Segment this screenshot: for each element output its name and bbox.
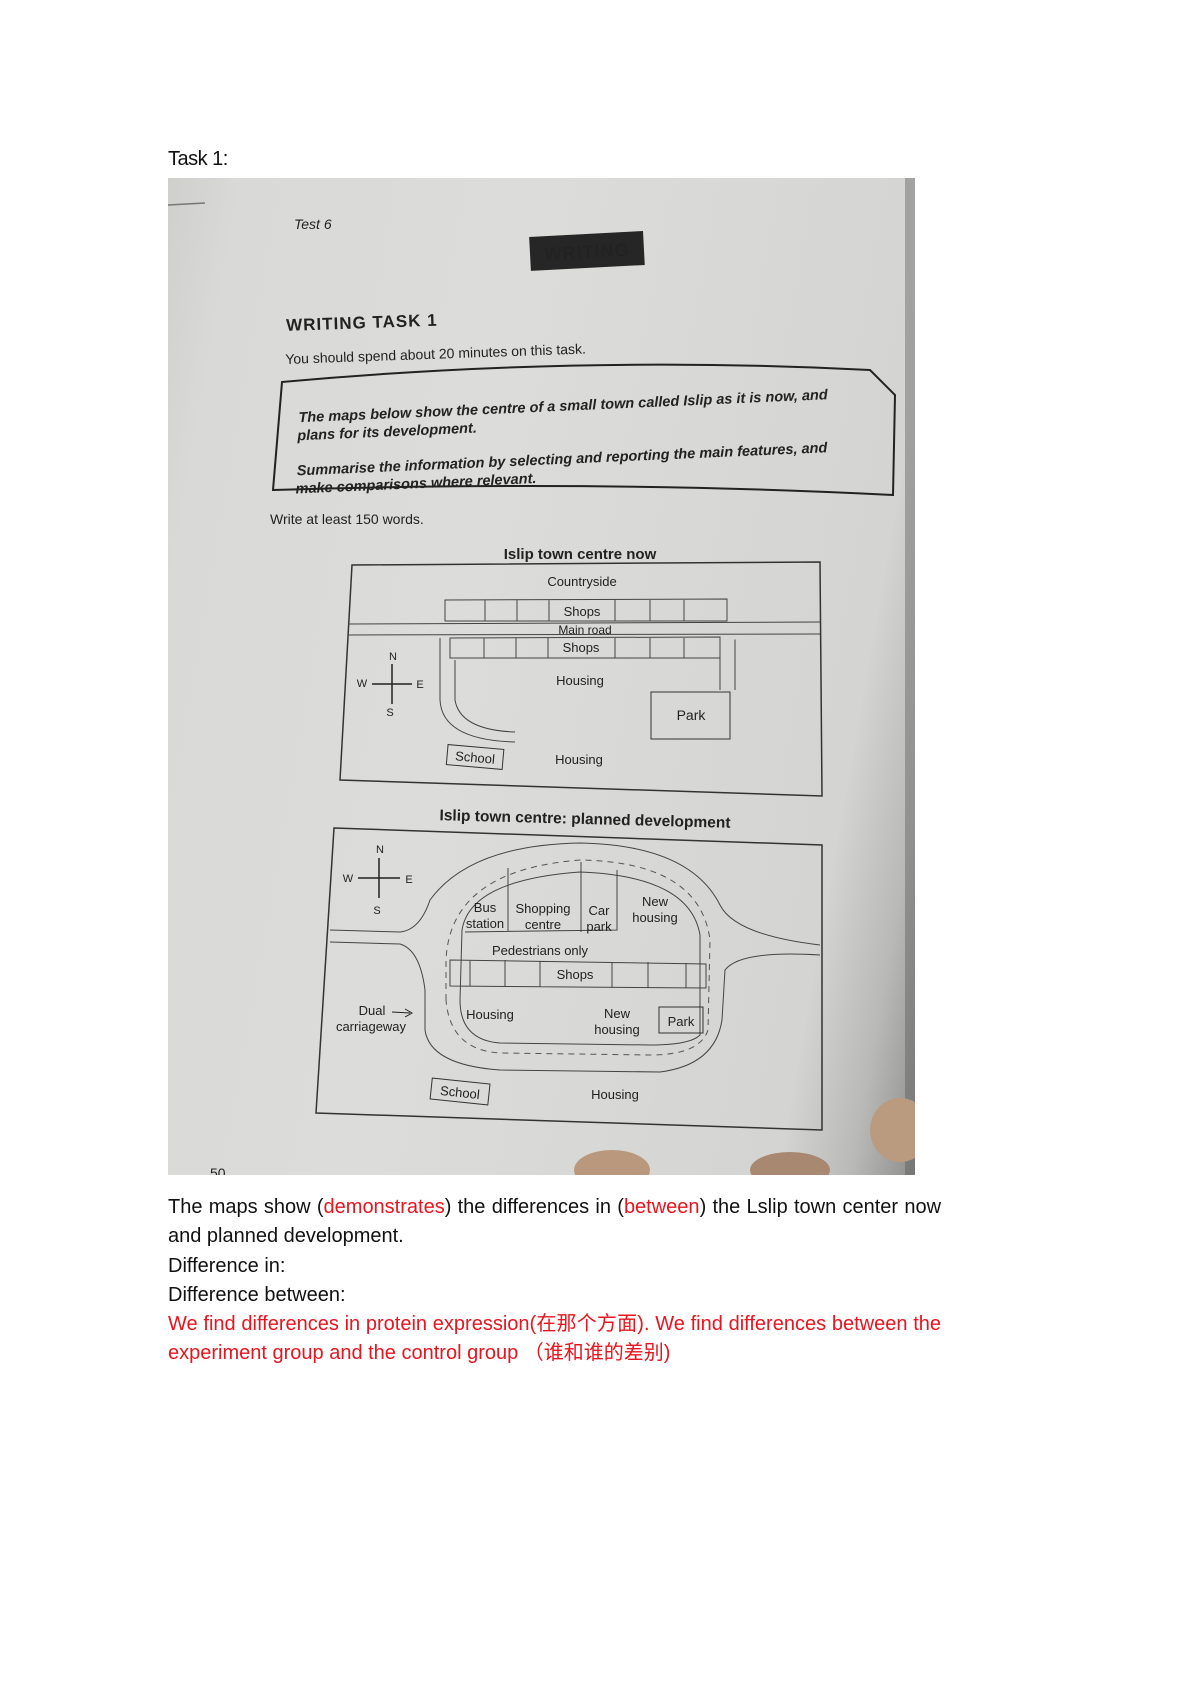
time-note: You should spend about 20 minutes on thi… bbox=[285, 340, 586, 366]
compass-s: S bbox=[373, 905, 380, 917]
page-number: 50 bbox=[210, 1165, 226, 1175]
compass-now: N S E W bbox=[357, 651, 424, 719]
side-road-east bbox=[719, 639, 736, 690]
ring-road-outer bbox=[329, 842, 821, 946]
north-blocks bbox=[464, 862, 618, 933]
label-shops-north: Shops bbox=[564, 604, 601, 619]
main-road-edge bbox=[347, 621, 821, 625]
school-box bbox=[445, 744, 505, 770]
main-road-edge bbox=[347, 633, 821, 636]
label-dual-carriageway: carriageway bbox=[336, 1019, 407, 1034]
word-count: Write at least 150 words. bbox=[270, 511, 424, 527]
task-heading: Task 1: bbox=[168, 148, 228, 170]
map-now-title: Islip town centre now bbox=[504, 546, 657, 563]
prompt-line: The maps below show the centre of a smal… bbox=[298, 387, 829, 426]
text: ) the differences in ( bbox=[444, 1196, 624, 1218]
map-now-frame bbox=[339, 561, 823, 797]
ring-road-inner bbox=[459, 871, 701, 1046]
notes-example: We find differences in protein expressio… bbox=[168, 1313, 941, 1365]
label-new-housing: housing bbox=[632, 910, 678, 925]
map-planned-frame bbox=[315, 827, 823, 1131]
label-school: School bbox=[455, 748, 496, 766]
label-housing: Housing bbox=[466, 1007, 514, 1022]
notes-paragraph-1: The maps show (demonstrates) the differe… bbox=[168, 1193, 941, 1252]
compass-w: W bbox=[343, 873, 354, 885]
label-new-housing: New bbox=[604, 1006, 631, 1021]
label-pedestrians-only: Pedestrians only bbox=[492, 943, 589, 958]
finger bbox=[574, 1150, 650, 1175]
writing-badge: WRITING bbox=[529, 230, 645, 271]
label-bus-station: Bus bbox=[474, 900, 497, 915]
arrow-icon bbox=[391, 1008, 414, 1018]
notes-difference-in: Difference in: bbox=[168, 1254, 286, 1277]
map-now: Islip town centre now Countryside Shops … bbox=[339, 546, 823, 797]
page-edge-line bbox=[168, 202, 206, 206]
label-park: Park bbox=[668, 1014, 695, 1029]
text: The maps show ( bbox=[168, 1196, 324, 1218]
park-box bbox=[658, 1006, 704, 1034]
compass-s: S bbox=[386, 707, 393, 719]
map-planned-title: Islip town centre: planned development bbox=[439, 807, 730, 832]
label-new-housing: New bbox=[642, 894, 669, 909]
label-housing: Housing bbox=[591, 1087, 639, 1102]
compass-n: N bbox=[376, 844, 384, 856]
label-shopping-centre: centre bbox=[525, 917, 561, 932]
textbook-photo: Test 6 WRITING WRITING TASK 1 You should… bbox=[168, 178, 915, 1175]
park-box bbox=[650, 691, 731, 740]
label-park: Park bbox=[677, 707, 707, 723]
school-box bbox=[429, 1077, 491, 1106]
label-main-road: Main road bbox=[558, 623, 611, 637]
test-label: Test 6 bbox=[294, 216, 332, 232]
compass-e: E bbox=[405, 874, 412, 886]
label-housing: Housing bbox=[556, 673, 604, 688]
compass-w: W bbox=[357, 678, 368, 690]
finger bbox=[870, 1098, 915, 1162]
notes-difference-between: Difference between: bbox=[168, 1283, 346, 1306]
map-planned: Islip town centre: planned development B… bbox=[315, 807, 823, 1131]
compass-e: E bbox=[416, 679, 423, 691]
label-housing: Housing bbox=[555, 752, 603, 767]
correction-text: demonstrates bbox=[323, 1196, 445, 1218]
label-car-park: Car bbox=[589, 903, 611, 918]
label-shopping-centre: Shopping bbox=[516, 901, 571, 916]
shops-block bbox=[449, 959, 707, 989]
text: ) the Lslip town center now and planned … bbox=[168, 1196, 942, 1248]
label-dual-carriageway: Dual bbox=[359, 1003, 386, 1018]
compass-n: N bbox=[389, 651, 397, 663]
correction-text: between bbox=[623, 1196, 700, 1218]
compass-planned: N S E W bbox=[343, 844, 413, 917]
label-school: School bbox=[439, 1083, 480, 1102]
task-title: WRITING TASK 1 bbox=[286, 311, 438, 335]
textbook-page-svg: Test 6 WRITING WRITING TASK 1 You should… bbox=[168, 178, 915, 1175]
shops-north-block bbox=[444, 598, 728, 622]
label-shops-south: Shops bbox=[563, 640, 600, 655]
ring-road-centre-line bbox=[445, 859, 711, 1056]
prompt-line: plans for its development. bbox=[296, 421, 477, 445]
page-shadow bbox=[905, 178, 915, 1175]
label-new-housing: housing bbox=[594, 1022, 640, 1037]
writing-badge-text: WRITING bbox=[544, 240, 630, 264]
label-countryside: Countryside bbox=[547, 574, 616, 589]
label-bus-station: station bbox=[466, 916, 504, 931]
notes: The maps show (demonstrates) the differe… bbox=[168, 1193, 941, 1369]
ring-road-outer bbox=[329, 941, 821, 1073]
label-shops: Shops bbox=[557, 967, 594, 982]
prompt-line: Summarise the information by selecting a… bbox=[296, 440, 828, 479]
label-car-park: park bbox=[586, 919, 612, 934]
side-road-west bbox=[439, 638, 516, 743]
prompt-box bbox=[271, 363, 897, 497]
finger bbox=[750, 1152, 830, 1175]
